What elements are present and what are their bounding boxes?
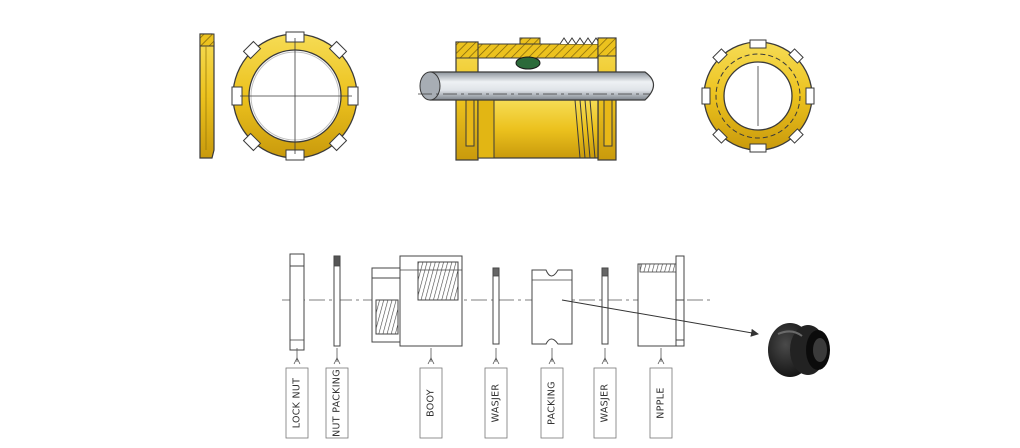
leader-arrow-nipple — [657, 357, 665, 365]
label-lock-nut: LOCK NUT — [292, 378, 303, 429]
label-box-packing — [540, 367, 564, 439]
assembled-gland-section — [418, 37, 655, 161]
part-washer-2 — [601, 267, 609, 345]
leader-arrow-washer-2 — [601, 357, 609, 365]
part-leaders: LOCK NUT NUT PACKING BOOY WASJER PACKING WASJ… — [285, 348, 673, 439]
lock-nut-side-view — [199, 33, 215, 159]
label-box-lock-nut — [285, 367, 309, 439]
label-nut-packing: NUT PACKING — [332, 369, 343, 437]
label-box-washer-2 — [593, 367, 617, 439]
label-box-washer-1 — [484, 367, 508, 439]
part-nut-packing — [333, 255, 341, 347]
part-body — [371, 255, 463, 347]
label-washer-2: WASJER — [600, 384, 611, 423]
label-packing: PACKING — [547, 381, 558, 425]
part-washer-1 — [492, 267, 500, 345]
leader-arrow-body — [427, 357, 435, 365]
part-packing — [531, 269, 573, 345]
label-box-nipple — [649, 367, 673, 439]
rubber-seal-photo — [768, 323, 830, 377]
label-box-nut-packing — [325, 367, 349, 439]
part-lock-nut — [289, 253, 305, 351]
label-box-body — [419, 367, 443, 439]
leader-arrow-nut-packing — [333, 357, 341, 365]
lock-nut-front-view — [231, 31, 359, 161]
part-nipple — [637, 255, 685, 347]
label-body: BOOY — [426, 389, 437, 417]
packing-pointer-line — [561, 299, 759, 337]
nipple-front-view — [701, 39, 815, 153]
leader-arrow-lock-nut — [293, 357, 301, 365]
label-washer-1: WASJER — [491, 384, 502, 423]
leader-arrow-washer-1 — [492, 357, 500, 365]
label-nipple: NPPLE — [656, 387, 667, 418]
leader-arrow-packing — [548, 357, 556, 365]
